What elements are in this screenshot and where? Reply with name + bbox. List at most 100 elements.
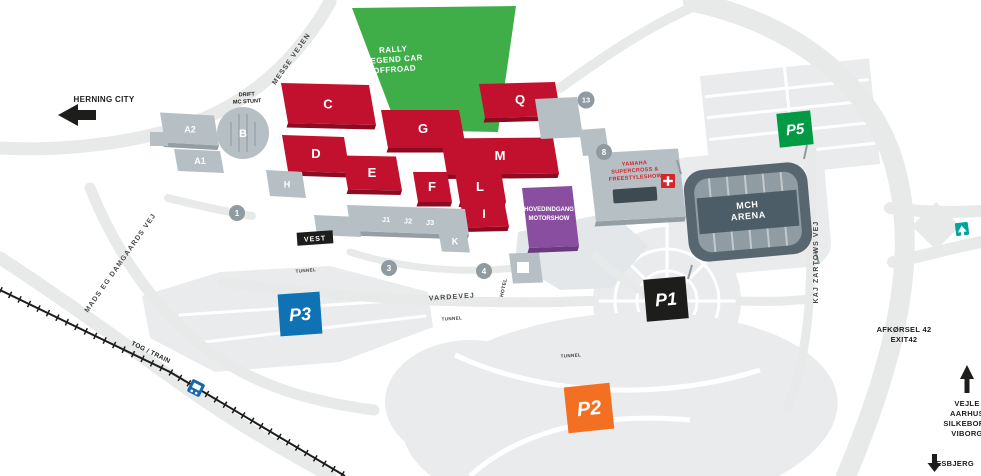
svg-text:Q: Q [515, 92, 525, 107]
svg-text:4: 4 [482, 267, 487, 276]
svg-text:G: G [418, 121, 428, 136]
svg-text:J3: J3 [426, 218, 434, 227]
route-marker-icon [954, 221, 970, 237]
svg-text:MC STUNT: MC STUNT [233, 98, 262, 106]
hall-c: C [281, 83, 376, 130]
svg-text:SUPERCROSS &: SUPERCROSS & [611, 166, 659, 175]
buildings: A2 A1 B DRIFT MC STUNT C [150, 82, 686, 298]
road-kaj-zartows-vej [783, 135, 817, 413]
vest-sign: VEST [296, 230, 334, 246]
svg-text:J2: J2 [404, 217, 412, 226]
stadium-floodlights [676, 144, 820, 280]
hall-f: F [413, 172, 452, 207]
svg-text:E: E [368, 165, 377, 180]
exit-ramp-upper [884, 202, 981, 218]
exit-ramp-lower [887, 236, 981, 268]
north-city-silkeborg: SILKEBORG [943, 419, 981, 428]
hall-e: E [342, 155, 402, 195]
parking-p3-badge: P3 [277, 291, 323, 337]
road-southwest [0, 251, 337, 476]
svg-text:13: 13 [582, 96, 590, 105]
gate-13: 13 [577, 91, 595, 109]
gate-3: 3 [381, 260, 397, 276]
tunnel-label-3: TUNNEL [560, 352, 581, 358]
hall-d: D [282, 135, 350, 178]
rally-label-3: OFFROAD [373, 63, 417, 75]
svg-text:3: 3 [387, 264, 392, 273]
roundhouse-ribs [230, 114, 256, 152]
main-entrance-motorshow: HOVEDINDGANG MOTORSHOW [522, 186, 579, 253]
tunnel-label-1: TUNNEL [295, 267, 316, 274]
afkorsel-42-label: AFKØRSEL 42 [877, 325, 932, 334]
svg-text:P5: P5 [785, 121, 806, 140]
svg-text:C: C [323, 97, 333, 112]
exit-42-label: EXIT42 [891, 335, 918, 344]
svg-text:P1: P1 [654, 289, 678, 311]
gate-1: 1 [229, 205, 245, 221]
hall-a2: A2 [150, 112, 219, 150]
hall-i: I [460, 200, 509, 232]
svg-text:DRIFT: DRIFT [239, 92, 256, 99]
svg-text:YAMAHA: YAMAHA [622, 160, 648, 168]
gate-4: 4 [476, 263, 492, 279]
svg-text:L: L [476, 179, 484, 194]
road-p1-kaj [735, 294, 815, 306]
svg-text:MCH: MCH [736, 199, 759, 211]
svg-text:B: B [239, 128, 247, 140]
north-city-vejle: VEJLE [954, 399, 979, 408]
gate-8: 8 [596, 144, 612, 160]
svg-text:A2: A2 [184, 125, 196, 135]
hall-a1: A1 [174, 149, 224, 173]
ring-road-east [683, 0, 915, 476]
vardevej-label: VARDEVEJ [429, 292, 475, 302]
hall-j-row: J1 J2 J3 [347, 205, 469, 240]
svg-text:FREESTYLESHOW: FREESTYLESHOW [609, 173, 663, 183]
svg-text:ARENA: ARENA [730, 209, 766, 222]
gate-markers: 1 3 4 8 13 [229, 91, 612, 279]
north-city-aarhus: AARHUS [950, 409, 981, 418]
yamaha-hall: YAMAHA SUPERCROSS & FREESTYLESHOW [588, 148, 686, 227]
rally-field: RALLY LEGEND CAR OFFROAD [352, 6, 516, 132]
road-vardevej [217, 277, 599, 308]
svg-text:K: K [452, 237, 459, 247]
hall-h: H [266, 170, 306, 198]
esbjerg-arrow-icon [927, 454, 942, 472]
svg-text:F: F [428, 179, 436, 194]
parking-p2-badge: P2 [563, 382, 615, 434]
svg-text:8: 8 [602, 148, 607, 157]
herning-city-label: HERNING CITY [74, 95, 135, 104]
north-city-viborg: VIBORG [951, 429, 981, 438]
mch-logo [612, 186, 658, 204]
hall-k: K [438, 229, 470, 253]
svg-text:MOTORSHOW: MOTORSHOW [529, 216, 570, 222]
walkway-south [346, 248, 520, 274]
herning-arrow-icon [58, 104, 96, 126]
train-station-icon [187, 379, 205, 397]
svg-text:P2: P2 [576, 397, 603, 421]
parking-p5-badge: P5 [776, 110, 814, 148]
railway-line [0, 289, 346, 476]
svg-text:A1: A1 [194, 156, 206, 166]
direction-labels: HERNING CITY AFKØRSEL 42 EXIT42 VEJLE AA… [58, 95, 981, 472]
svg-text:HOVEDINDGANG: HOVEDINDGANG [524, 207, 574, 213]
first-aid-flag-icon [661, 174, 675, 188]
north-arrow-icon [960, 365, 974, 393]
parking-badges: P5 P1 P3 P2 [277, 110, 814, 434]
svg-text:J1: J1 [382, 215, 390, 224]
road-top-right [555, 0, 705, 93]
tunnel-label-2: TUNNEL [441, 315, 462, 321]
svg-text:1: 1 [235, 209, 240, 218]
kaj-zartows-vej-label: KAJ ZARTOWS VEJ [813, 221, 820, 304]
road-mads-eg-damgaards-vej [84, 182, 380, 416]
messevejen-label: MESSE VEJEN [271, 32, 312, 86]
svg-text:M: M [495, 148, 506, 163]
esbjerg-label: ESBJERG [936, 459, 974, 468]
svg-text:D: D [311, 146, 320, 161]
stadium: MCH ARENA [683, 162, 813, 262]
hotel-building [509, 252, 543, 284]
p2-area [385, 312, 838, 476]
rally-label-1: RALLY [379, 44, 408, 55]
svg-text:I: I [482, 207, 485, 221]
svg-text:H: H [284, 180, 291, 190]
